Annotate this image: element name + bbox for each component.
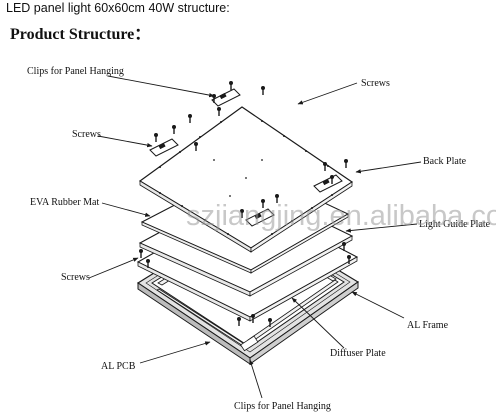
label-diffuser-plate: Diffuser Plate xyxy=(330,348,386,359)
page-heading: LED panel light 60x60cm 40W structure: xyxy=(6,1,230,15)
hanging-clip-top xyxy=(211,88,241,107)
label-screws-left-top: Screws xyxy=(72,129,101,140)
label-al-pcb: AL PCB xyxy=(101,361,136,372)
label-clips-bottom: Clips for Panel Hanging xyxy=(234,401,331,412)
hanging-clip-left xyxy=(149,138,179,157)
diagram-title: Product Structure： xyxy=(10,26,151,43)
hanging-clip-front xyxy=(245,208,275,227)
screws xyxy=(138,80,352,327)
label-screws-top-right: Screws xyxy=(361,78,390,89)
hanging-clip-right xyxy=(313,174,343,193)
label-al-frame: AL Frame xyxy=(407,320,449,331)
back-plate xyxy=(138,106,354,253)
watermark: szjiangjing.en.alibaba.com xyxy=(186,200,496,232)
label-clips-top: Clips for Panel Hanging xyxy=(27,66,124,77)
back-plate-holes xyxy=(159,120,333,235)
label-eva-rubber-mat: EVA Rubber Mat xyxy=(30,197,99,208)
label-back-plate: Back Plate xyxy=(423,156,467,167)
label-screws-left-bottom: Screws xyxy=(61,272,90,283)
label-light-guide-plate: Light Guide Plate xyxy=(419,219,491,230)
leader-lines xyxy=(88,75,422,399)
